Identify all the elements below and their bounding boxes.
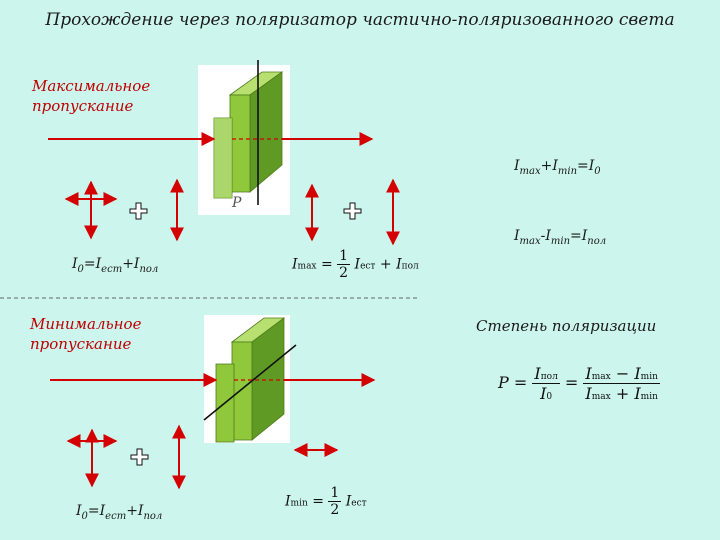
- top-plus-sign-right: [343, 202, 362, 220]
- max-section-label: Максимальное пропускание: [32, 77, 151, 115]
- i0-equation-bottom: I0=Iест+Iпол: [76, 503, 163, 522]
- diff-equation: Imax-Imin=Iпол: [514, 228, 607, 247]
- bottom-transmission-axis: [203, 344, 297, 421]
- sum-equation: Imax+Imin=I0: [514, 158, 601, 177]
- i0-equation-top: I0=Iест+Iпол: [72, 256, 159, 275]
- bottom-plus-sign: [130, 448, 149, 466]
- top-plus-sign-left: [129, 202, 148, 220]
- page-title: Прохождение через поляризатор частично-п…: [45, 10, 675, 30]
- p-formula: P = Iпол I0 = Imax − Imin Imax + Imin: [498, 364, 660, 403]
- min-section-label: Минимальное пропускание: [30, 315, 142, 353]
- bottom-polarizer-plate: [215, 317, 286, 443]
- polarizer-label: P: [232, 195, 242, 211]
- degree-label: Степень поляризации: [476, 317, 657, 335]
